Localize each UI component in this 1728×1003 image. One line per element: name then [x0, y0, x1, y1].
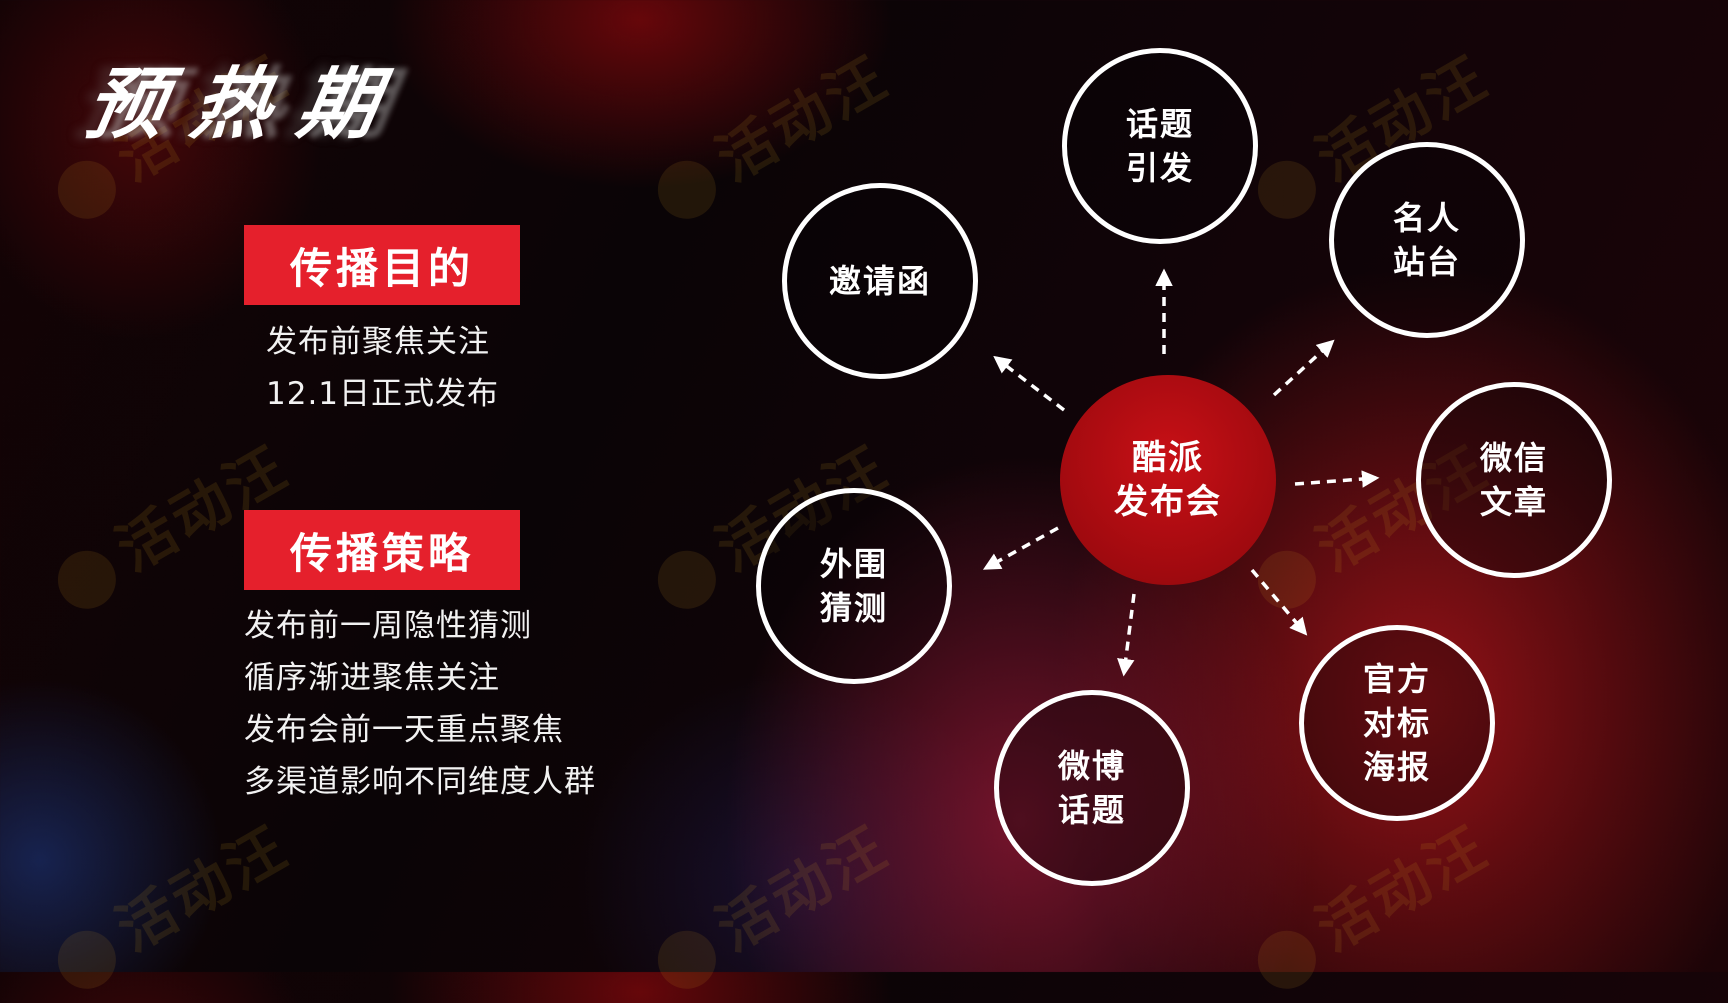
strategy-line: 发布会前一天重点聚焦 [244, 712, 564, 748]
arrow-to-celebrity [1272, 339, 1335, 397]
arrow-to-invite [993, 355, 1066, 412]
strategy-line: 循序渐进聚焦关注 [244, 660, 500, 696]
arrow-to-weibo [1117, 593, 1136, 677]
node-invite: 邀请函 [782, 183, 978, 379]
strategy-line: 多渠道影响不同维度人群 [244, 764, 596, 800]
arrow-to-wechat [1294, 470, 1380, 488]
node-label: 微信 文章 [1479, 439, 1548, 521]
node-poster: 官方 对标 海报 [1299, 625, 1495, 821]
strategy-line: 发布前一周隐性猜测 [244, 608, 532, 644]
center-node: 酷派 发布会 [1060, 375, 1276, 585]
strategy-label: 传播策略 [244, 510, 520, 590]
node-label: 微博 话题 [1057, 747, 1126, 829]
arrow-to-poster [1250, 568, 1308, 636]
node-wechat: 微信 文章 [1416, 382, 1612, 578]
node-label: 官方 对标 海报 [1362, 660, 1431, 786]
node-celebrity: 名人 站台 [1329, 142, 1525, 338]
node-label: 外围 猜测 [819, 545, 888, 627]
purpose-line: 发布前聚焦关注 [266, 324, 490, 360]
purpose-list: 发布前聚焦关注 12.1日正式发布 [266, 316, 499, 420]
center-node-label: 酷派 发布会 [1114, 438, 1222, 522]
node-weibo: 微博 话题 [994, 690, 1190, 886]
node-label: 话题 引发 [1125, 105, 1194, 187]
diagram-arrows [982, 268, 1380, 677]
node-label: 邀请函 [828, 262, 931, 300]
node-topic: 话题 引发 [1062, 48, 1258, 244]
purpose-label: 传播目的 [244, 225, 520, 305]
arrow-to-guess [982, 526, 1059, 570]
node-guess: 外围 猜测 [756, 488, 952, 684]
strategy-list: 发布前一周隐性猜测 循序渐进聚焦关注 发布会前一天重点聚焦 多渠道影响不同维度人… [244, 600, 596, 808]
node-label: 名人 站台 [1392, 199, 1461, 281]
purpose-line: 12.1日正式发布 [266, 376, 500, 412]
